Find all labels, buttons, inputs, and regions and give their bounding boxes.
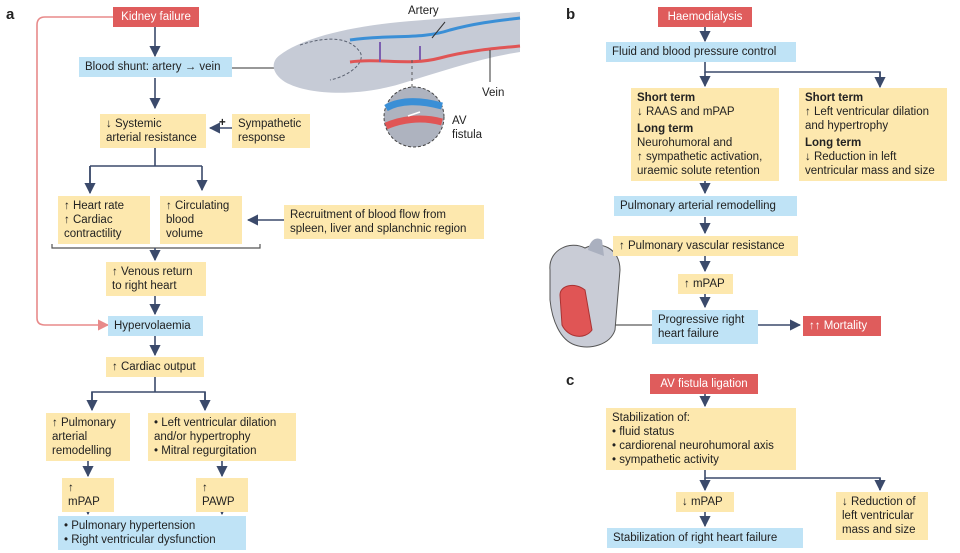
- venous-return-box: ↑ Venous return to right heart: [106, 262, 206, 296]
- av-fistula-ligation-box: AV fistula ligation: [650, 374, 758, 394]
- pulmonary-arterial-remodelling-box: Pulmonary arterial remodelling: [614, 196, 797, 216]
- arrow-kidney-hypervolaemia: [36, 16, 113, 331]
- left-short-term-text: ↓ RAAS and mPAP: [637, 106, 735, 118]
- left-long-term-text: Neurohumoral and ↑ sympathetic activatio…: [637, 137, 763, 177]
- plus-sign: +: [219, 117, 226, 129]
- kidney-failure-box: Kidney failure: [113, 7, 199, 27]
- pulmonary-hypertension-box: Pulmonary hypertension Right ventricular…: [58, 516, 246, 550]
- stabilization-title: Stabilization of:: [612, 412, 690, 424]
- left-long-term-heading: Long term: [637, 123, 694, 135]
- blood-shunt-box: Blood shunt: artery → vein: [79, 57, 232, 77]
- artery-label: Artery: [408, 5, 439, 17]
- cardiac-output-box: ↑ Cardiac output: [106, 357, 204, 377]
- circulating-volume-box: ↑ Circulating blood volume: [160, 196, 242, 244]
- systemic-resistance-box: ↓ Systemic arterial resistance: [100, 114, 206, 148]
- panel-label-c: c: [566, 372, 575, 389]
- stabilization-rhf-box: Stabilization of right heart failure: [607, 528, 803, 548]
- left-term-box: Short term ↓ RAAS and mPAP Long term Neu…: [631, 88, 779, 181]
- pulmonary-vascular-resistance-box: ↑ Pulmonary vascular resistance: [613, 236, 798, 256]
- right-long-term-text: ↓ Reduction in left ventricular mass and…: [805, 151, 935, 177]
- ph-item-2: Right ventricular dysfunction: [64, 533, 240, 547]
- progressive-rhf-box: Progressive right heart failure: [652, 310, 758, 344]
- panel-label-a: a: [6, 6, 15, 23]
- mpap-box-a: ↑ mPAP: [62, 478, 114, 512]
- stabilization-box: Stabilization of: fluid status cardioren…: [606, 408, 796, 470]
- right-term-box: Short term ↑ Left ventricular dilation a…: [799, 88, 947, 181]
- lv-dilation-box: Left ventricular dilation and/or hypertr…: [148, 413, 296, 461]
- lv-item-1: Left ventricular dilation and/or hypertr…: [154, 416, 290, 444]
- right-short-term-heading: Short term: [805, 92, 864, 104]
- stab-item-1: fluid status: [612, 425, 790, 439]
- hypervolaemia-box: Hypervolaemia: [108, 316, 203, 336]
- fluid-bp-control-box: Fluid and blood pressure control: [606, 42, 796, 62]
- fistula-zoom: [383, 86, 445, 148]
- arm-illustration: [273, 12, 521, 100]
- lv-reduction-box: ↓ Reduction of left ventricular mass and…: [836, 492, 928, 540]
- lv-item-2: Mitral regurgitation: [154, 444, 290, 458]
- panel-label-b: b: [566, 6, 576, 23]
- mpap-box-b: ↑ mPAP: [678, 274, 733, 294]
- mpap-box-c: ↓ mPAP: [676, 492, 734, 512]
- pawp-box: ↑ PAWP: [196, 478, 248, 512]
- heart-illustration: [549, 238, 621, 348]
- split-svr: [89, 146, 202, 190]
- left-short-term-heading: Short term: [637, 92, 696, 104]
- heart-rate-box: ↑ Heart rate ↑ Cardiac contractility: [58, 196, 150, 244]
- mortality-box: ↑↑ Mortality: [803, 316, 881, 336]
- recruitment-box: Recruitment of blood flow from spleen, l…: [284, 205, 484, 239]
- av-fistula-label: AV fistula: [452, 115, 483, 141]
- vein-label: Vein: [482, 87, 505, 99]
- sympathetic-response-box: Sympathetic response: [232, 114, 310, 148]
- haemodialysis-box: Haemodialysis: [658, 7, 752, 27]
- stab-item-3: sympathetic activity: [612, 453, 790, 467]
- right-short-term-text: ↑ Left ventricular dilation and hypertro…: [805, 106, 930, 132]
- ph-item-1: Pulmonary hypertension: [64, 519, 240, 533]
- stab-item-2: cardiorenal neurohumoral axis: [612, 439, 790, 453]
- pulmonary-remodelling-box: ↑ Pulmonary arterial remodelling: [46, 413, 130, 461]
- right-long-term-heading: Long term: [805, 137, 862, 149]
